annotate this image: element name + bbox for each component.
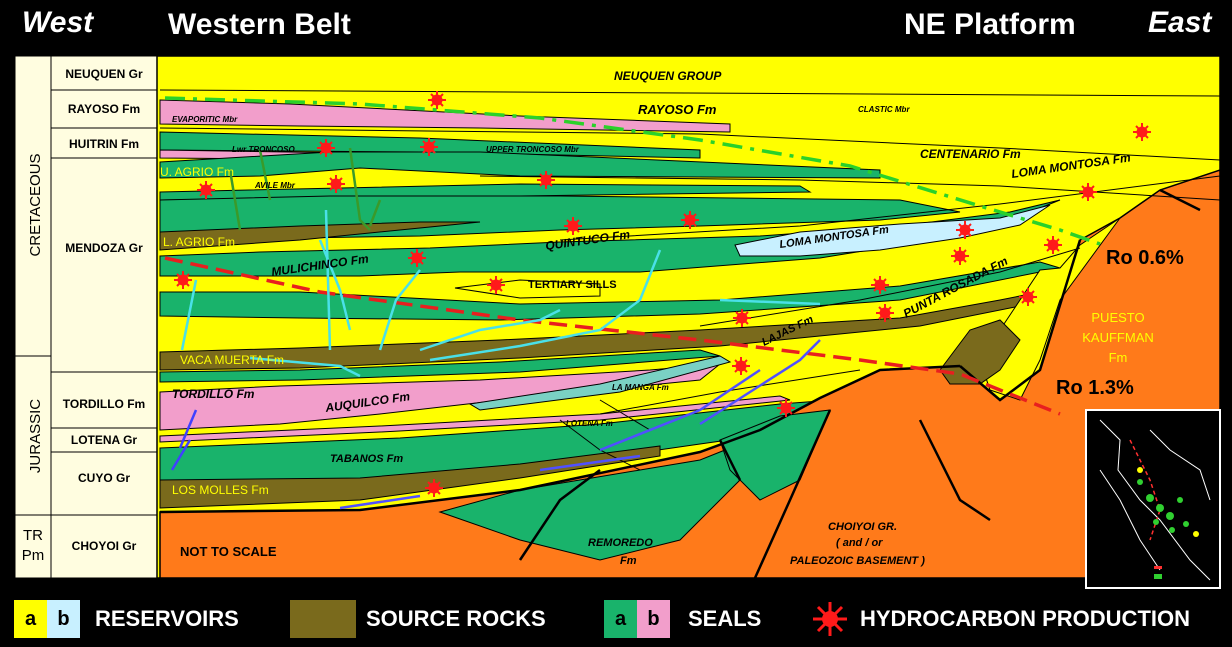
period-column-bg (14, 55, 52, 579)
label-remoredo-2: Fm (620, 555, 637, 567)
hc-marker (317, 139, 335, 157)
lotena-seal (159, 395, 791, 443)
fault-lines (159, 188, 1201, 579)
hc-markers (174, 91, 1151, 497)
label-vaca-muerta: VACA MUERTA Fm (180, 353, 284, 367)
legend-bar: a b RESERVOIRS SOURCE ROCKS a b SEALS HY… (0, 596, 1232, 642)
label-choiyoi-1: CHOIYOI GR. (828, 521, 897, 533)
label-clastic: CLASTIC Mbr (858, 105, 910, 114)
label-la-manga: LA MANGA Fm (612, 383, 669, 392)
legend-reservoirs-label: RESERVOIRS (95, 606, 239, 631)
unit-tordillo: TORDILLO Fm (63, 397, 145, 411)
unit-huitrin: HUITRIN Fm (69, 137, 139, 151)
ne-platform-label: NE Platform (904, 8, 1076, 41)
hc-marker (1019, 288, 1037, 306)
label-rayoso: RAYOSO Fm (638, 102, 717, 117)
label-remoredo-1: REMOREDO (588, 537, 653, 549)
label-evaporitic: EVAPORITIC Mbr (172, 115, 238, 124)
label-tordillo: TORDILLO Fm (172, 387, 255, 401)
hc-marker (408, 249, 426, 267)
hc-marker (420, 138, 438, 156)
hc-marker (777, 399, 795, 417)
legend-reservoir-swatch: a b (14, 600, 80, 638)
hc-marker (1079, 183, 1097, 201)
hc-marker (681, 211, 699, 229)
hc-marker (197, 181, 215, 199)
ro13-isograd-line (164, 256, 1061, 416)
hc-marker (537, 171, 555, 189)
legend-source-swatch (290, 600, 356, 638)
evaporitic-seal-layer (159, 99, 731, 133)
unit-cuyo: CUYO Gr (78, 471, 130, 485)
label-puesto-1: PUESTO (1091, 310, 1144, 325)
loma-montosa-reservoir (734, 204, 1051, 257)
label-los-molles: LOS MOLLES Fm (172, 483, 269, 497)
legend-seals-a: a (604, 600, 637, 638)
label-neuquen-group: NEUQUEN GROUP (614, 69, 722, 83)
hc-marker (871, 276, 889, 294)
period-pm: Pm (22, 547, 45, 564)
hc-marker (487, 276, 505, 294)
label-puesto-3: Fm (1109, 350, 1128, 365)
label-upper-troncoso: UPPER TRONCOSO Mbr (486, 145, 580, 154)
label-tertiary-sills: TERTIARY SILLS (528, 279, 617, 291)
ro06-isograd-line (164, 96, 1101, 246)
hc-marker (951, 247, 969, 265)
western-belt-label: Western Belt (168, 8, 351, 41)
hc-marker (733, 309, 751, 327)
west-label: West (22, 6, 94, 39)
period-jurassic: JURASSIC (27, 399, 44, 473)
hc-marker (425, 479, 443, 497)
legend-hc-icon (813, 602, 847, 636)
la-manga-reservoir (468, 355, 732, 411)
label-l-agrio: L. AGRIO Fm (163, 235, 235, 249)
hc-marker (327, 175, 345, 193)
hc-marker (732, 357, 750, 375)
label-lotena: LOTENA Fm (566, 419, 613, 428)
hc-marker (956, 221, 974, 239)
unit-mendoza: MENDOZA Gr (65, 241, 143, 255)
puesto-kauffman-source (939, 319, 1021, 385)
label-ro13: Ro 1.3% (1056, 377, 1134, 399)
unit-choyoi: CHOYOI Gr (72, 539, 137, 553)
east-label: East (1148, 6, 1212, 39)
period-tr: TR (23, 527, 43, 544)
label-centenario: CENTENARIO Fm (920, 147, 1021, 161)
hc-marker (428, 91, 446, 109)
legend-reservoir-a: a (14, 600, 47, 638)
unit-rayoso: RAYOSO Fm (68, 102, 140, 116)
label-not-to-scale: NOT TO SCALE (180, 544, 277, 559)
label-ro06: Ro 0.6% (1106, 247, 1184, 269)
legend-reservoir-b: b (47, 600, 80, 638)
migration-arrows (170, 147, 821, 510)
label-u-agrio: U. AGRIO Fm (160, 165, 234, 179)
legend-hc-label: HYDROCARBON PRODUCTION (860, 606, 1190, 631)
label-puesto-2: KAUFFMAN (1082, 330, 1154, 345)
unit-lotena: LOTENA Gr (71, 433, 138, 447)
period-cretaceous: CRETACEOUS (27, 153, 44, 256)
unit-column-bg (50, 55, 158, 579)
legend-seals-swatch: a b (604, 600, 670, 638)
unit-neuquen: NEUQUEN Gr (65, 67, 143, 81)
hc-marker (174, 271, 192, 289)
legend-seals-b: b (637, 600, 670, 638)
label-lwr-troncoso: Lwr TRONCOSO (232, 145, 295, 154)
hc-marker (876, 304, 894, 322)
los-molles-source (159, 445, 661, 509)
auquilco-seal (159, 363, 722, 431)
agrio-seal-upper (159, 151, 881, 179)
hc-marker (1044, 236, 1062, 254)
legend-source-label: SOURCE ROCKS (366, 606, 546, 631)
legend-seals-label: SEALS (688, 606, 762, 631)
label-choiyoi-3: PALEOZOIC BASEMENT ) (790, 555, 925, 567)
cross-section-svg: CRETACEOUS JURASSIC TR Pm NEUQUEN Gr RAY… (14, 55, 1221, 589)
label-tabanos: TABANOS Fm (330, 453, 403, 465)
label-avile: AVILE Mbr (254, 181, 296, 190)
hc-marker (1133, 123, 1151, 141)
inset-location-map (1085, 409, 1221, 589)
label-choiyoi-2: ( and / or (836, 537, 883, 549)
hc-marker (564, 217, 582, 235)
